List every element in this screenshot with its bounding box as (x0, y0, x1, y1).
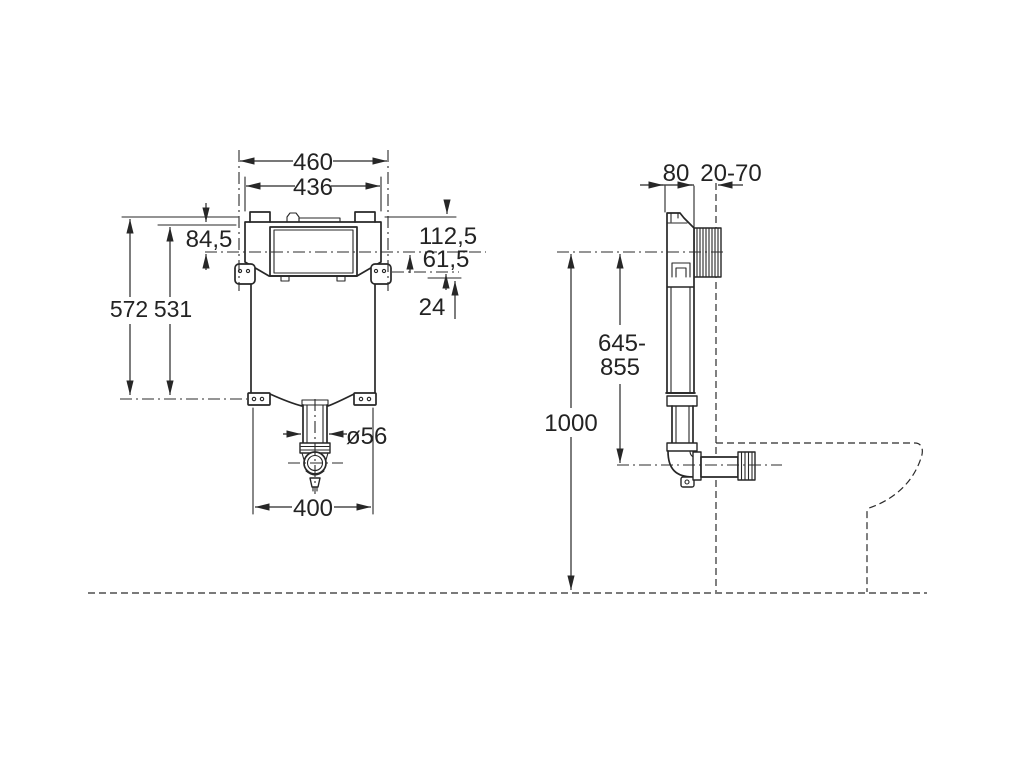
dim-label-o56: ø56 (346, 423, 387, 450)
dim-label-645: 645- (598, 330, 646, 357)
tank-body (250, 275, 376, 407)
dim-top-to-axis-left: 84,5 (186, 203, 233, 270)
dim-label-436: 436 (293, 174, 333, 201)
dim-outlet-diameter: ø56 (283, 423, 387, 450)
dim-top-to-axis-right: 112,5 (384, 199, 477, 250)
fixing-foot-left (247, 392, 271, 406)
flush-elbow (666, 395, 756, 488)
dim-outer-width: 460 (238, 149, 389, 291)
dim-housing-width: 436 (244, 174, 382, 212)
dim-total-height: 572 (110, 216, 239, 395)
dim-label-531: 531 (154, 296, 192, 322)
dim-wall-clearance: 20-70 (700, 160, 762, 189)
dim-panel-height: 1000 (544, 254, 598, 590)
dim-label-572: 572 (110, 296, 148, 322)
dim-depth: 80 (640, 160, 695, 228)
fixing-foot-right (353, 392, 377, 406)
access-panel (269, 226, 358, 277)
side-view: 80 20-70 645- 855 1000 (544, 160, 923, 592)
upper-housing (244, 211, 382, 282)
toilet-outline (716, 442, 923, 592)
cistern-profile (665, 212, 696, 394)
outlet-pipe (288, 399, 343, 494)
elbow-mount-tab (680, 476, 695, 488)
dim-label-400: 400 (293, 495, 333, 522)
dim-label-24: 24 (419, 294, 446, 321)
dim-label-80: 80 (663, 160, 690, 187)
dim-holes-to-edge: 24 (419, 277, 462, 321)
dim-outlet-height: 645- 855 (598, 254, 646, 463)
horizontal-pipe (700, 456, 739, 478)
front-view: 460 436 572 531 84,5 (110, 149, 486, 522)
dim-feet-width: 400 (252, 407, 374, 522)
dim-label-61-5: 61,5 (423, 246, 470, 273)
dim-axis-to-holes: 61,5 (392, 246, 469, 290)
wall-bracket-left (234, 263, 256, 285)
dim-label-855: 855 (600, 354, 640, 381)
dim-label-1000: 1000 (544, 410, 597, 437)
dim-housing-height: 531 (154, 224, 237, 395)
dim-label-84-5: 84,5 (186, 226, 233, 253)
dim-label-20-70: 20-70 (700, 160, 761, 187)
pan-connector (737, 451, 756, 481)
wall-bracket-right (370, 263, 392, 285)
dim-label-112-5: 112,5 (419, 223, 477, 250)
dim-label-460: 460 (293, 149, 333, 176)
